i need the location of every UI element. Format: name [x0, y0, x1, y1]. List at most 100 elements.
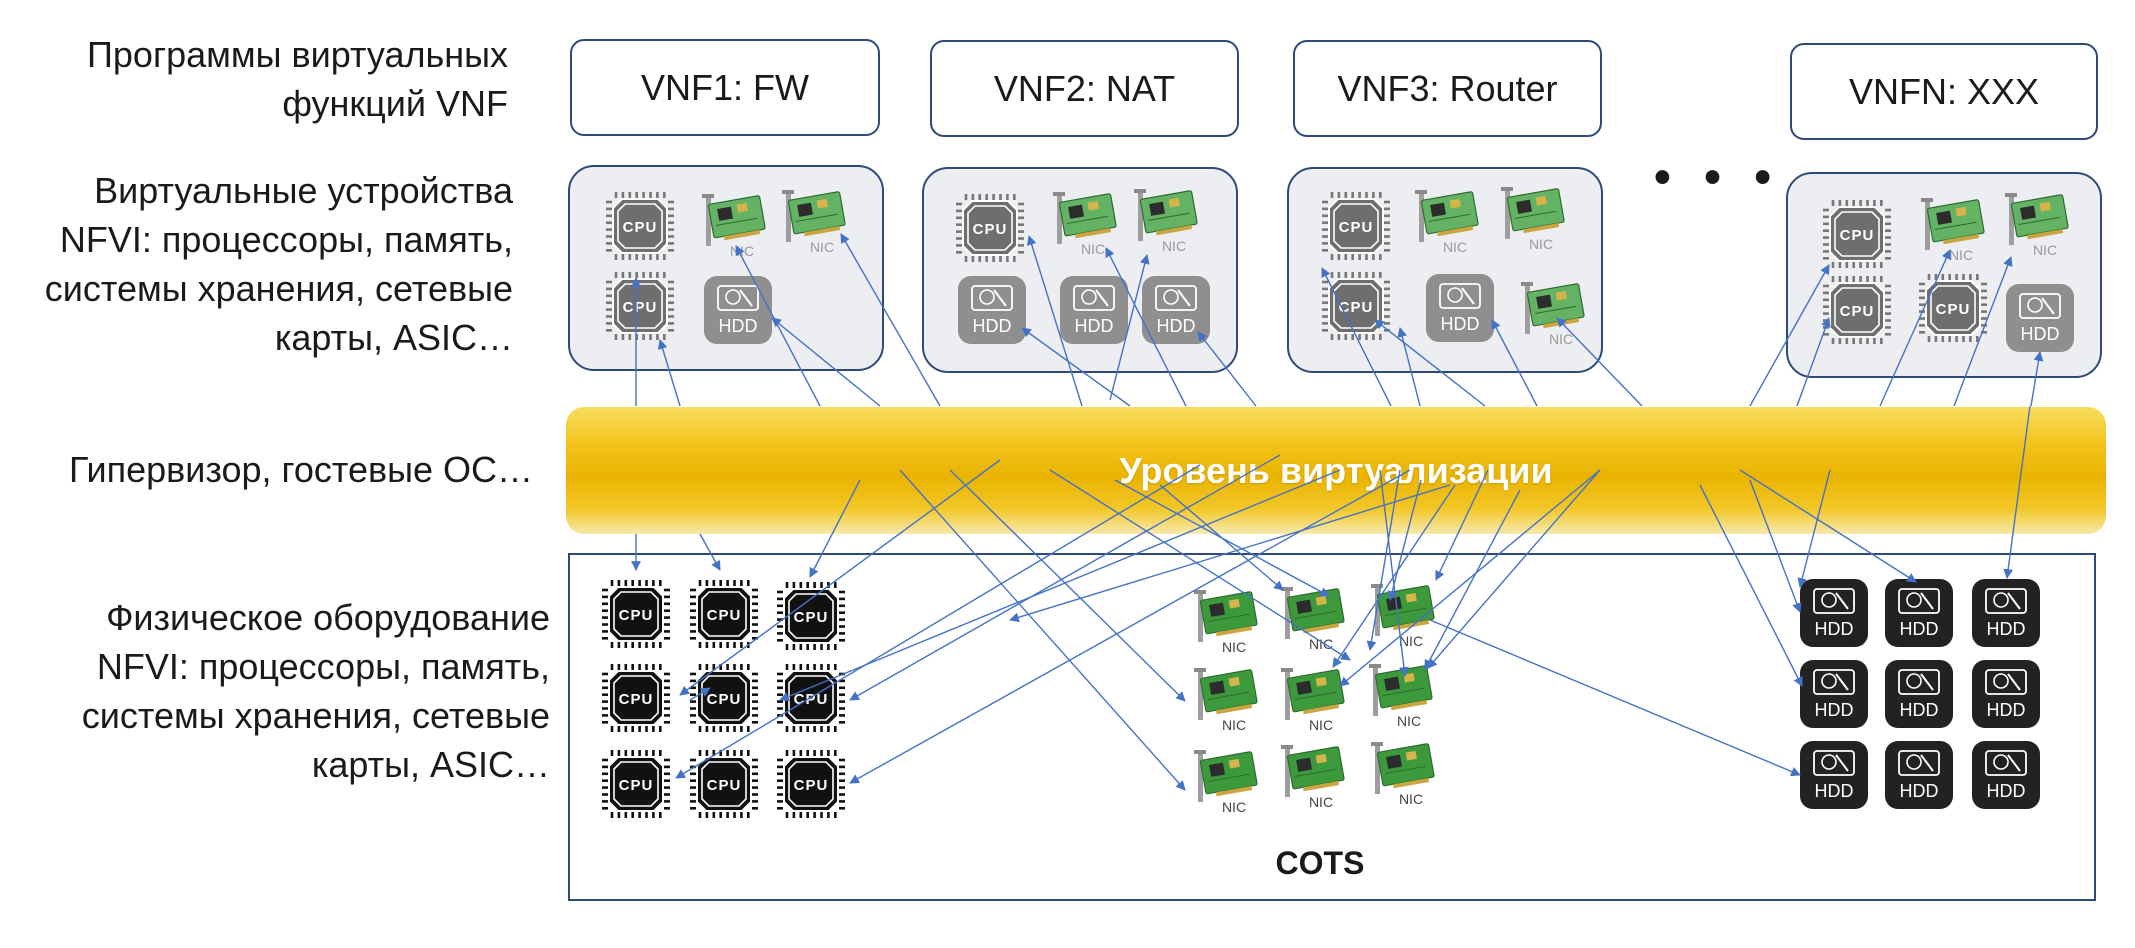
virtual-nic-icon: NIC	[1495, 177, 1575, 257]
svg-text:CPU: CPU	[794, 609, 829, 626]
svg-text:NIC: NIC	[1549, 331, 1573, 347]
mapping-arrow	[1749, 264, 1830, 407]
mapping-arrow	[1699, 484, 1803, 687]
svg-text:NIC: NIC	[1081, 241, 1105, 257]
virtual-hdd-icon: HDD	[1420, 268, 1500, 348]
svg-text:HDD: HDD	[1815, 700, 1854, 720]
vnf-row-label-line: Программы виртуальных	[87, 34, 508, 75]
mapping-arrow	[1366, 469, 1401, 651]
svg-text:HDD: HDD	[1815, 781, 1854, 801]
mapping-arrow	[949, 469, 1186, 702]
virtual-devices-row-label: Виртуальные устройства NFVI: процессоры,…	[45, 166, 513, 362]
mapping-arrow	[1739, 469, 1917, 583]
svg-text:CPU: CPU	[794, 691, 829, 708]
physical-hdd-icon: HDD	[1879, 735, 1959, 815]
svg-text:CPU: CPU	[794, 777, 829, 794]
virtual-devices-row-label-line: Виртуальные устройства	[94, 170, 513, 211]
svg-text:HDD: HDD	[973, 316, 1012, 336]
svg-text:CPU: CPU	[973, 221, 1008, 238]
physical-hdd-icon: HDD	[1966, 735, 2046, 815]
virtual-devices-row-label-line: карты, ASIC…	[274, 317, 513, 358]
mapping-arrow	[1397, 327, 1421, 407]
vnf-row-label: Программы виртуальных функций VNF	[87, 30, 508, 128]
vnf-label: VNF1: FW	[641, 66, 809, 108]
svg-text:NIC: NIC	[1399, 633, 1423, 649]
physical-hdd-icon: HDD	[1966, 654, 2046, 734]
svg-text:HDD: HDD	[1900, 619, 1939, 639]
mapping-arrow	[1491, 319, 1538, 407]
hypervisor-row-label: Гипервизор, гостевые ОС…	[69, 445, 533, 494]
virtual-hdd-icon: HDD	[698, 270, 778, 350]
virtual-nic-icon: NIC	[1128, 179, 1208, 259]
physical-cpu-icon: CPU	[771, 576, 851, 656]
mapping-arrow	[849, 469, 1411, 784]
virtual-hdd-icon: HDD	[1136, 270, 1216, 350]
svg-text:HDD: HDD	[1987, 781, 2026, 801]
vnf-box: VNF3: Router	[1293, 40, 1602, 137]
svg-text:CPU: CPU	[619, 691, 654, 708]
physical-nic-icon: NIC	[1188, 658, 1268, 738]
vnf-label: VNF3: Router	[1337, 67, 1558, 109]
mapping-arrow	[1379, 469, 1409, 677]
physical-hdd-icon: HDD	[1879, 573, 1959, 653]
virtual-nic-icon: NIC	[1409, 180, 1489, 260]
virtual-devices-row-label-line: системы хранения, сетевые	[44, 268, 513, 309]
svg-text:HDD: HDD	[2021, 324, 2060, 344]
physical-hdd-icon: HDD	[1966, 573, 2046, 653]
mapping-arrow	[1159, 484, 1284, 591]
mapping-arrow	[1427, 469, 1601, 669]
svg-text:CPU: CPU	[1840, 303, 1875, 320]
virtual-hdd-icon: HDD	[952, 270, 1032, 350]
mapping-arrow	[840, 233, 941, 407]
mapping-arrow	[1953, 256, 2013, 407]
mapping-arrow	[809, 479, 861, 578]
physical-cpu-icon: CPU	[684, 744, 764, 824]
physical-cpu-icon: CPU	[596, 744, 676, 824]
physical-cpu-icon: CPU	[684, 574, 764, 654]
svg-text:CPU: CPU	[619, 777, 654, 794]
svg-text:NIC: NIC	[1309, 636, 1333, 652]
svg-text:CPU: CPU	[707, 691, 742, 708]
vnf-box: VNFN: XXX	[1790, 43, 2098, 140]
physical-nic-icon: NIC	[1275, 658, 1355, 738]
mapping-arrow	[1109, 254, 1150, 401]
mapping-arrow	[1429, 619, 1801, 777]
svg-text:CPU: CPU	[623, 219, 658, 236]
svg-text:CPU: CPU	[619, 607, 654, 624]
virtual-cpu-icon: CPU	[1316, 266, 1396, 346]
physical-nic-icon: NIC	[1365, 732, 1445, 812]
svg-text:HDD: HDD	[1987, 619, 2026, 639]
physical-cpu-icon: CPU	[684, 658, 764, 738]
svg-text:CPU: CPU	[623, 299, 658, 316]
physical-hdd-icon: HDD	[1794, 573, 1874, 653]
mapping-arrow	[899, 469, 1186, 791]
virtual-hdd-icon: HDD	[2000, 278, 2080, 358]
mapping-arrow	[689, 687, 711, 701]
mapping-arrow	[1321, 267, 1392, 407]
virtual-cpu-icon: CPU	[950, 188, 1030, 268]
svg-text:HDD: HDD	[1900, 781, 1939, 801]
svg-text:HDD: HDD	[719, 316, 758, 336]
mapping-arrow	[1435, 469, 1489, 581]
virtual-devices-row-label-line: NFVI: процессоры, память,	[59, 219, 513, 260]
physical-nic-icon: NIC	[1188, 580, 1268, 660]
mapping-arrow	[1387, 479, 1422, 601]
mapping-arrow	[657, 339, 681, 407]
mapping-arrow	[2003, 405, 2031, 579]
physical-nic-icon: NIC	[1363, 654, 1443, 734]
mapping-arrow	[735, 245, 821, 407]
virtual-cpu-icon: CPU	[1817, 194, 1897, 274]
virtual-nic-icon: NIC	[696, 184, 776, 264]
physical-hardware-row-label: Физическое оборудование NFVI: процессоры…	[82, 593, 550, 789]
mapping-arrow	[679, 459, 1001, 696]
virtual-cpu-icon: CPU	[1913, 268, 1993, 348]
physical-cpu-icon: CPU	[771, 744, 851, 824]
svg-text:NIC: NIC	[1162, 238, 1186, 254]
mapping-arrow	[1879, 249, 1951, 407]
svg-text:CPU: CPU	[1339, 219, 1374, 236]
virtualization-layer: Уровень виртуализации	[566, 407, 2106, 534]
physical-hardware-row-label-line: карты, ASIC…	[311, 744, 550, 785]
virtual-nic-icon: NIC	[1999, 183, 2079, 263]
svg-text:HDD: HDD	[1987, 700, 2026, 720]
